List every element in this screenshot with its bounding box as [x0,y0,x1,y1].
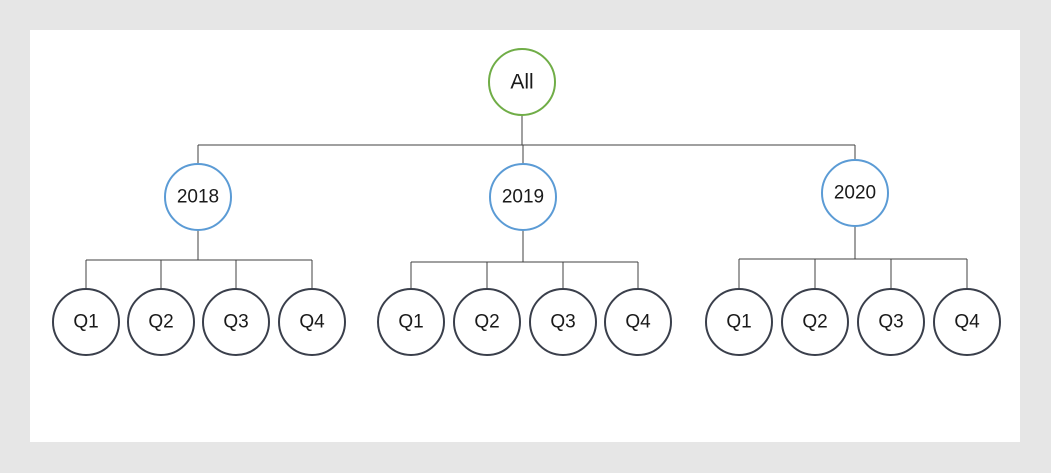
node-2018-q4-circle [278,288,346,356]
node-2019-q3: Q3 [529,288,597,356]
node-all-circle [488,48,556,116]
node-2020-q4: Q4 [933,288,1001,356]
node-2019-label: 2019 [502,187,544,208]
node-2018-q2-label: Q2 [148,312,173,333]
node-2019-q3-circle [529,288,597,356]
node-2020-q1: Q1 [705,288,773,356]
node-2020: 2020 [821,159,889,227]
node-2020-q3-circle [857,288,925,356]
node-2019-q1-circle [377,288,445,356]
node-all-label: All [510,71,533,94]
node-2018-q4-label: Q4 [299,312,325,333]
node-2020-q4-label: Q4 [954,312,980,333]
node-2018-q1-label: Q1 [73,312,98,333]
node-2019-q1: Q1 [377,288,445,356]
node-2019-q1-label: Q1 [398,312,423,333]
node-2019-circle [489,163,557,231]
node-2018-q1-circle [52,288,120,356]
node-2020-q3: Q3 [857,288,925,356]
node-2019: 2019 [489,163,557,231]
node-2020-q2-label: Q2 [802,312,827,333]
node-2018-q4: Q4 [278,288,346,356]
node-2019-q2-label: Q2 [474,312,499,333]
node-2019-q2: Q2 [453,288,521,356]
node-2020-label: 2020 [834,183,876,204]
node-2018-q3-circle [202,288,270,356]
node-2020-q1-label: Q1 [726,312,751,333]
node-2018-q2-circle [127,288,195,356]
node-2020-circle [821,159,889,227]
node-2020-q1-circle [705,288,773,356]
node-2019-q2-circle [453,288,521,356]
node-2020-q2: Q2 [781,288,849,356]
node-2018: 2018 [164,163,232,231]
node-2018-circle [164,163,232,231]
node-2019-q3-label: Q3 [550,312,575,333]
node-2018-q3-label: Q3 [223,312,248,333]
node-2020-q2-circle [781,288,849,356]
node-all: All [488,48,556,116]
node-2018-label: 2018 [177,187,219,208]
node-2020-q4-circle [933,288,1001,356]
node-2018-q1: Q1 [52,288,120,356]
node-2018-q2: Q2 [127,288,195,356]
node-2019-q4-circle [604,288,672,356]
node-2020-q3-label: Q3 [878,312,903,333]
node-2019-q4-label: Q4 [625,312,651,333]
node-2018-q3: Q3 [202,288,270,356]
node-2019-q4: Q4 [604,288,672,356]
tree-edges [85,115,968,289]
